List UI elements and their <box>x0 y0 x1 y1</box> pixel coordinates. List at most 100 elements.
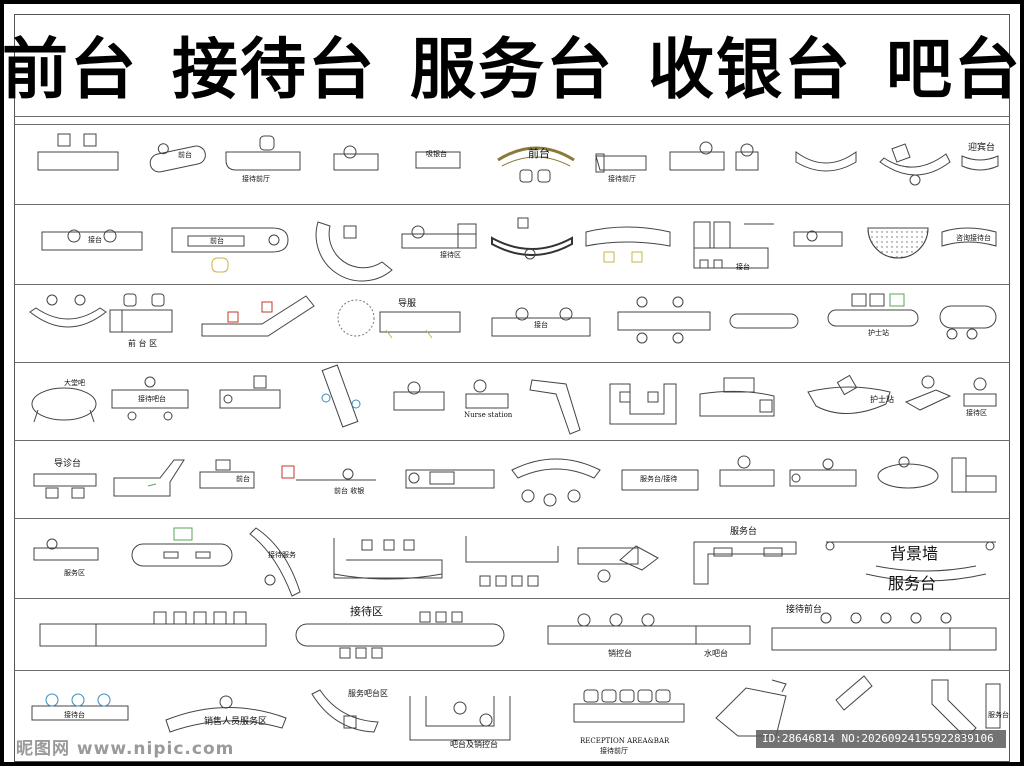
desk-label: 水吧台 <box>704 649 728 658</box>
desk-symbol-r8-6 <box>715 675 873 737</box>
desk-symbol-r7-4 <box>771 612 997 651</box>
desk-label: 接台 <box>534 321 548 329</box>
desk-symbol-r3-2 <box>109 293 173 333</box>
desk-symbol-r1-1 <box>37 133 119 171</box>
desk-symbol-r2-2 <box>171 227 289 273</box>
desk-symbol-r5-10 <box>877 456 939 489</box>
desk-symbol-r1-10 <box>879 143 951 186</box>
desk-symbol-r1-11 <box>961 155 999 171</box>
desk-label: 销控台 <box>608 649 632 658</box>
desk-symbol-r6-7 <box>693 541 797 585</box>
title-word-front-desk: 前台 <box>2 31 138 108</box>
desk-symbol-r2-3 <box>315 221 393 282</box>
desk-label: 接待前厅 <box>242 175 270 183</box>
desk-label: 接待服务 <box>268 551 296 559</box>
desk-symbol-r4-10 <box>807 374 891 415</box>
desk-label: RECEPTION AREA&BAR <box>580 737 670 745</box>
desk-symbol-r5-8 <box>719 455 775 487</box>
desk-label: Nurse station <box>464 411 513 419</box>
desk-symbol-r1-5 <box>415 151 461 169</box>
desk-label: 服务台 <box>988 711 1009 719</box>
title-word-cashier-desk: 收银台 <box>648 31 852 108</box>
desk-label: 咨询接待台 <box>956 234 991 242</box>
desk-symbol-r4-5 <box>393 381 445 411</box>
desk-label: 接待前台 <box>786 605 823 615</box>
desk-symbol-r5-1 <box>33 473 97 499</box>
desk-symbol-r1-7 <box>595 153 647 173</box>
desk-label: 接待区 <box>966 409 987 417</box>
desk-label: 前台 收银 <box>334 487 365 495</box>
title-word-service-desk: 服务台 <box>410 31 614 108</box>
desk-symbol-r5-4 <box>281 465 376 481</box>
desk-symbol-r4-12 <box>963 377 997 407</box>
desk-symbol-r6-8 <box>825 541 996 582</box>
desk-symbol-r2-8 <box>793 230 843 247</box>
desk-symbol-r8-3 <box>311 689 379 733</box>
desk-label: 迎宾台 <box>968 143 996 153</box>
desk-label: 背景墙 <box>890 544 939 563</box>
desk-label: 导服 <box>398 299 417 309</box>
desk-symbol-r2-7 <box>693 221 774 269</box>
desk-symbol-r5-11 <box>951 457 997 493</box>
desk-symbol-r7-2 <box>295 611 505 659</box>
desk-symbol-r6-3 <box>249 527 301 597</box>
desk-symbol-r5-2 <box>113 459 185 497</box>
desk-symbol-r1-3 <box>225 135 301 171</box>
desk-symbol-r8-1 <box>31 693 129 721</box>
desk-symbol-r2-9 <box>867 227 929 259</box>
desk-label: 吧台及销控台 <box>450 740 498 749</box>
desk-symbol-r6-2 <box>131 527 233 567</box>
desk-label: 服务吧台区 <box>348 689 388 698</box>
desk-symbol-r2-6 <box>585 226 671 263</box>
desk-label: 接待区 <box>440 251 461 259</box>
desk-label: 服务台 <box>888 574 937 593</box>
desk-label: 大堂吧 <box>64 379 85 387</box>
desk-symbol-r1-6 <box>497 146 575 183</box>
desk-symbol-r6-5 <box>465 536 559 587</box>
desk-symbol-r8-5 <box>573 689 685 723</box>
desk-label: 接台 <box>736 263 750 271</box>
desk-symbol-r4-8 <box>609 383 677 425</box>
desk-label: 吸银台 <box>426 150 447 158</box>
desk-label: 接台 <box>88 236 102 244</box>
desk-symbol-r1-2 <box>149 143 206 173</box>
desk-label: 服务区 <box>64 569 85 577</box>
desk-symbol-r8-7 <box>931 679 1001 739</box>
desk-symbol-r4-3 <box>219 375 281 409</box>
desk-symbol-r7-3 <box>547 613 751 645</box>
desk-symbol-r1-9 <box>795 151 857 172</box>
row-divider <box>14 362 1010 363</box>
desk-label: 护士站 <box>868 329 889 337</box>
desk-symbol-r6-4 <box>333 538 443 580</box>
desk-label: 接待台 <box>64 711 85 719</box>
title-word-bar-counter: 吧台 <box>886 31 1022 108</box>
desk-label: 接待前厅 <box>600 747 628 755</box>
desk-symbol-r6-6 <box>577 545 659 583</box>
desk-symbol-r2-5 <box>491 217 573 260</box>
desk-symbol-r4-7 <box>529 379 581 435</box>
desk-symbol-r5-5 <box>405 469 495 489</box>
desk-label: 接待前厅 <box>608 175 636 183</box>
desk-symbol-r3-7 <box>729 313 799 329</box>
desk-symbol-r7-1 <box>39 611 267 647</box>
title-block: 前台 接待台 服务台 收银台 吧台 <box>2 22 1020 108</box>
desk-symbol-r5-7 <box>621 469 699 491</box>
desk-symbol-r3-3 <box>201 295 315 337</box>
desk-symbol-r5-9 <box>789 458 857 487</box>
desk-symbol-r8-2 <box>165 695 287 733</box>
desk-symbol-r2-4 <box>401 223 477 249</box>
desk-label: 前台 <box>236 475 250 483</box>
page-title: 前台 接待台 服务台 收银台 吧台 <box>2 22 1020 108</box>
desk-symbol-r4-4b <box>321 393 361 409</box>
desk-symbol-r3-9 <box>939 305 997 340</box>
desk-label: 接待吧台 <box>138 395 166 403</box>
desk-symbol-r3-8 <box>827 293 919 327</box>
desk-symbol-r1-4 <box>333 145 379 171</box>
desk-symbol-r3-4 <box>337 299 461 339</box>
desk-symbol-r4-2 <box>111 376 189 421</box>
desk-symbol-r3-1 <box>29 294 107 328</box>
desk-label: 服务台 <box>730 527 758 537</box>
row-divider <box>14 670 1010 671</box>
